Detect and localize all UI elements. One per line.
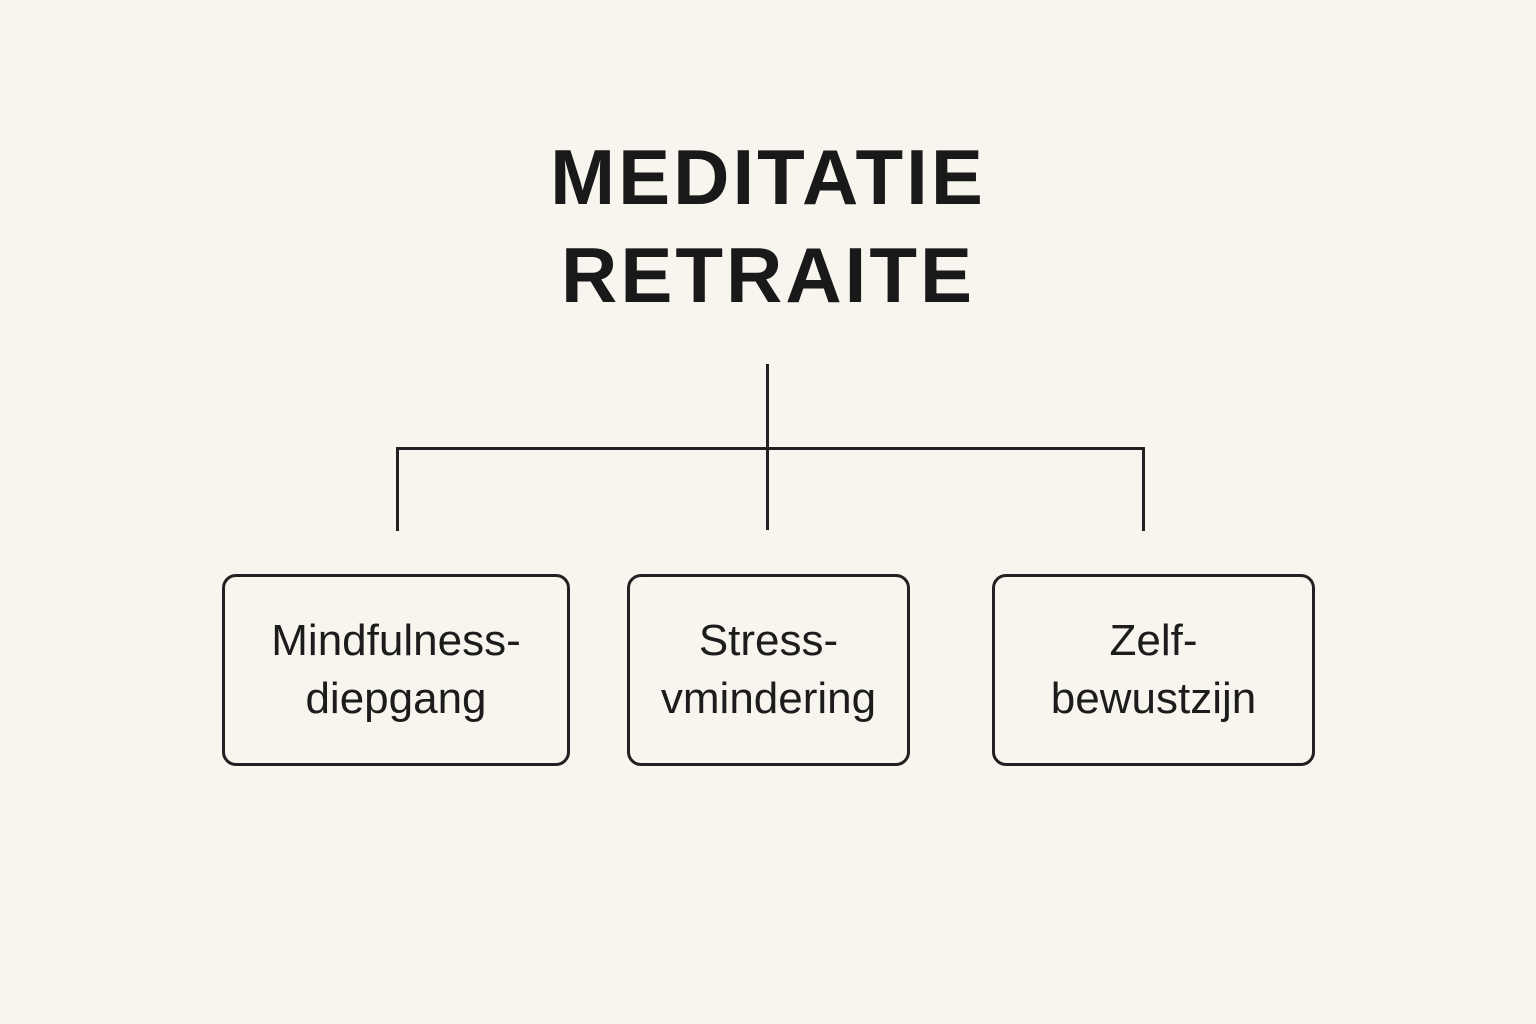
node-stress-vmindering: Stress- vmindering (627, 574, 910, 766)
node-label-line: Mindfulness- (271, 616, 521, 665)
node-zelf-bewustzijn: Zelf- bewustzijn (992, 574, 1315, 766)
diagram-title-line2: RETRAITE (561, 231, 975, 319)
diagram-title: MEDITATIE RETRAITE (0, 128, 1536, 324)
node-label-line: Stress- (698, 616, 839, 665)
connector-left-vertical (396, 447, 399, 531)
node-mindfulness-diepgang: Mindfulness- diepgang (222, 574, 570, 766)
connector-right-vertical (1142, 447, 1145, 531)
node-label-line: Zelf- (1109, 616, 1198, 665)
diagram-title-line1: MEDITATIE (550, 133, 986, 221)
connector-horizontal (396, 447, 1145, 450)
node-label-line: bewustzijn (1050, 674, 1257, 723)
node-label-line: diepgang (305, 674, 487, 723)
node-label-line: vmindering (660, 674, 877, 723)
